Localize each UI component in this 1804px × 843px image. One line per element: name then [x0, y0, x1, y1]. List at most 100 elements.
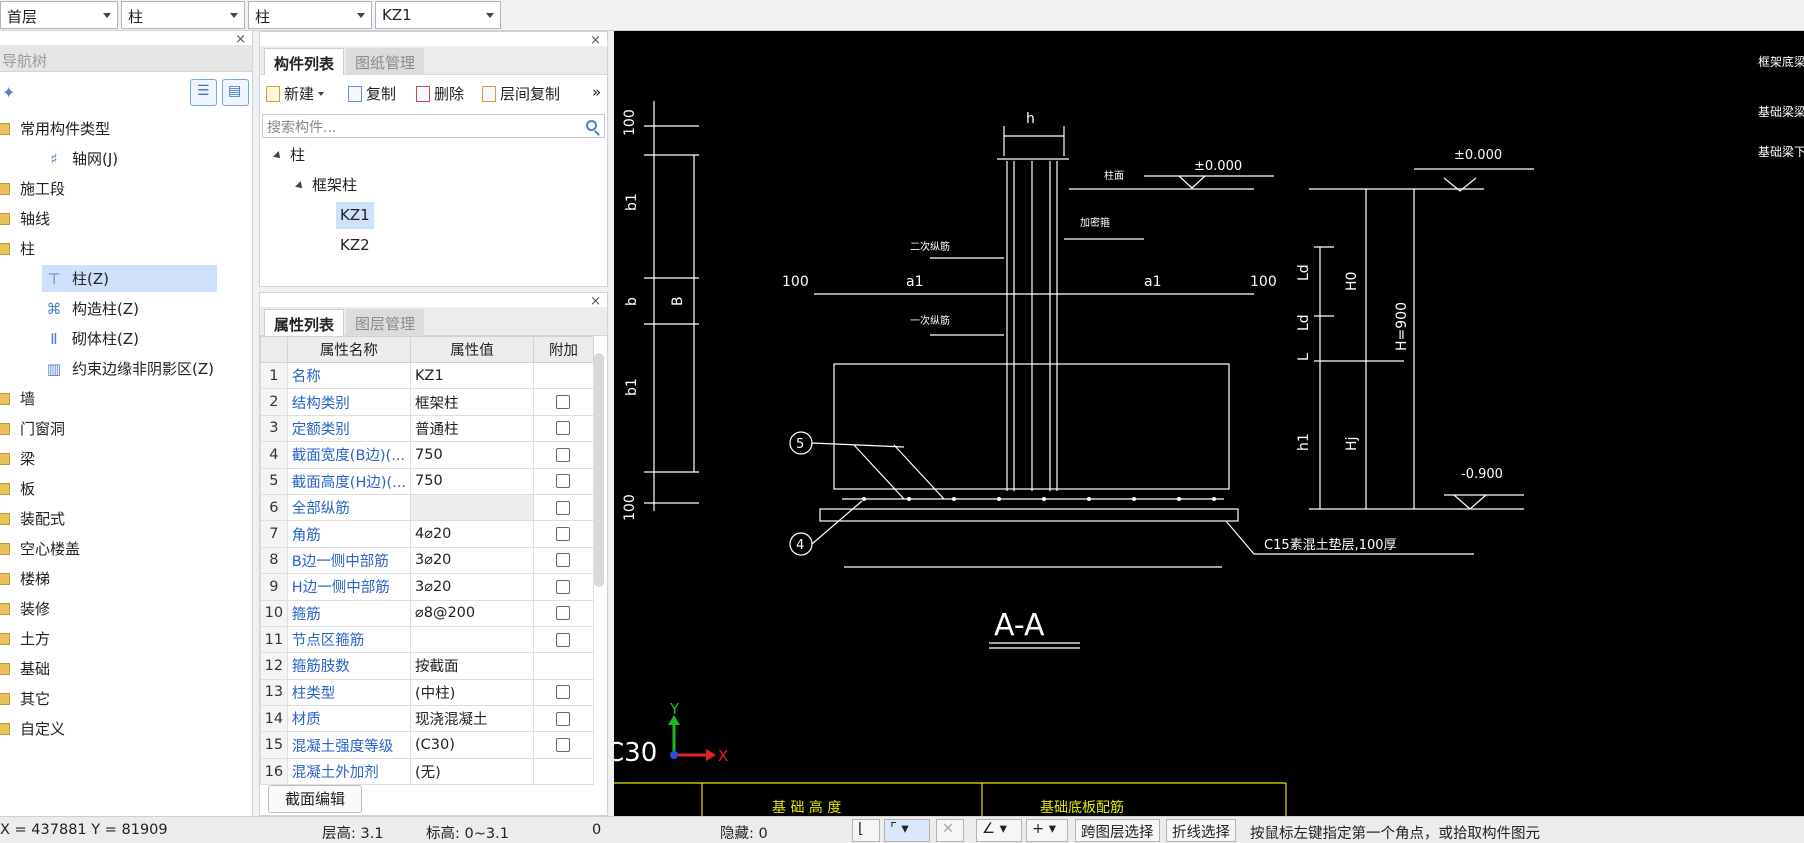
property-value[interactable]: [410, 625, 534, 654]
extra-checkbox[interactable]: [556, 553, 571, 568]
tree-group-beam[interactable]: 梁: [0, 444, 253, 474]
copy-button[interactable]: 复制: [348, 83, 396, 104]
extra-checkbox[interactable]: [556, 685, 571, 700]
angle-button[interactable]: ∠ ▾: [976, 819, 1022, 842]
property-value[interactable]: [410, 493, 534, 522]
search-input[interactable]: 搜索构件...: [262, 114, 605, 138]
search-icon[interactable]: [586, 120, 597, 131]
category-select[interactable]: 柱: [121, 1, 245, 29]
property-value[interactable]: 750: [410, 441, 534, 469]
close-icon[interactable]: ×: [590, 294, 601, 309]
floor-copy-button[interactable]: 层间复制: [482, 83, 560, 104]
close-icon[interactable]: ×: [590, 33, 601, 48]
panel-view-button[interactable]: ▤: [222, 79, 249, 106]
floor-select[interactable]: 首层: [0, 1, 118, 29]
extra-checkbox[interactable]: [556, 447, 571, 462]
tree-item-grid[interactable]: ♯轴网(J): [0, 144, 253, 174]
tree-item-boundary-zone[interactable]: ▥约束边缘非阴影区(Z): [0, 354, 253, 384]
tab-drawing-management[interactable]: 图纸管理: [346, 48, 425, 75]
extra-checkbox[interactable]: [556, 738, 571, 753]
polyline-select-button[interactable]: 折线选择: [1166, 819, 1236, 842]
tab-properties[interactable]: 属性列表: [264, 309, 345, 336]
property-value[interactable]: 框架柱: [410, 388, 534, 416]
extra-checkbox[interactable]: [556, 579, 571, 594]
property-value[interactable]: (C30): [410, 731, 534, 759]
more-button[interactable]: »: [592, 83, 602, 101]
extra-checkbox[interactable]: [556, 395, 571, 410]
tree-group-axis[interactable]: 轴线: [0, 204, 253, 234]
extra-checkbox[interactable]: [556, 632, 571, 647]
offset-button[interactable]: + ▾: [1026, 819, 1068, 842]
extra-checkbox[interactable]: [556, 474, 571, 489]
cross-floor-select-button[interactable]: 跨图层选择: [1075, 819, 1160, 842]
property-value[interactable]: 普通柱: [410, 414, 534, 443]
property-value[interactable]: 3⌀20: [410, 546, 534, 575]
property-value[interactable]: (无): [410, 757, 534, 786]
tree-item-column[interactable]: ⊤柱(Z): [0, 264, 253, 294]
tree-group-stairs[interactable]: 楼梯: [0, 564, 253, 594]
tree-group-hollow-floor[interactable]: 空心楼盖: [0, 534, 253, 564]
add-icon[interactable]: ✦: [2, 83, 16, 102]
comp-item-kz1[interactable]: KZ1: [336, 202, 374, 229]
extra-checkbox[interactable]: [556, 527, 571, 542]
tree-group-openings[interactable]: 门窗洞: [0, 414, 253, 444]
cad-canvas[interactable]: 100 b1 b B b1 100 h 100 a1 a1 100 ±0.000…: [614, 31, 1804, 816]
delete-button[interactable]: 删除: [416, 83, 464, 104]
type-select[interactable]: 柱: [248, 1, 372, 29]
property-value[interactable]: 现浇混凝土: [410, 705, 534, 733]
snap-button[interactable]: ⌜ ▾: [884, 819, 930, 842]
tree-group-prefab[interactable]: 装配式: [0, 504, 253, 534]
section-edit-button[interactable]: 截面编辑: [268, 785, 362, 813]
tree-group-wall[interactable]: 墙: [0, 384, 253, 414]
tree-group-earthwork[interactable]: 土方: [0, 624, 253, 654]
tab-component-list[interactable]: 构件列表: [264, 48, 345, 75]
tree-group-column[interactable]: 柱: [0, 234, 253, 264]
cancel-icon[interactable]: ✕: [936, 819, 964, 842]
comp-item-kz2[interactable]: KZ2: [340, 236, 370, 254]
tree-item-construction-column[interactable]: ⌘构造柱(Z): [0, 294, 253, 324]
ortho-button[interactable]: ⌊: [852, 819, 880, 842]
comp-tree-group[interactable]: 框架柱: [295, 172, 357, 199]
extra-checkbox[interactable]: [556, 711, 571, 726]
new-button[interactable]: 新建: [266, 83, 325, 104]
tree-group-other[interactable]: 其它: [0, 684, 253, 714]
list-view-button[interactable]: ☰: [190, 79, 217, 106]
tree-group-common[interactable]: 常用构件类型: [0, 114, 253, 144]
tree-group-finish[interactable]: 装修: [0, 594, 253, 624]
comp-tree-root[interactable]: 柱: [273, 142, 305, 169]
property-value[interactable]: (中柱): [410, 678, 534, 707]
tree-group-custom[interactable]: 自定义: [0, 714, 253, 744]
tree-group-foundation[interactable]: 基础: [0, 654, 253, 684]
tree-group-section[interactable]: 施工段: [0, 174, 253, 204]
property-value[interactable]: KZ1: [410, 361, 534, 390]
property-value[interactable]: 3⌀20: [410, 573, 534, 601]
property-value[interactable]: 750: [410, 467, 534, 495]
property-value[interactable]: ⌀8@200: [410, 599, 534, 627]
tab-layer-management[interactable]: 图层管理: [346, 309, 425, 336]
property-value[interactable]: 按截面: [410, 652, 534, 680]
properties-scrollbar[interactable]: [594, 353, 604, 587]
extra-checkbox[interactable]: [556, 500, 571, 515]
extra-checkbox[interactable]: [556, 606, 571, 621]
component-select[interactable]: KZ1: [375, 1, 501, 29]
close-icon[interactable]: ×: [235, 32, 246, 47]
tree-group-slab[interactable]: 板: [0, 474, 253, 504]
property-value[interactable]: 4⌀20: [410, 520, 534, 548]
extra-checkbox[interactable]: [556, 421, 571, 436]
